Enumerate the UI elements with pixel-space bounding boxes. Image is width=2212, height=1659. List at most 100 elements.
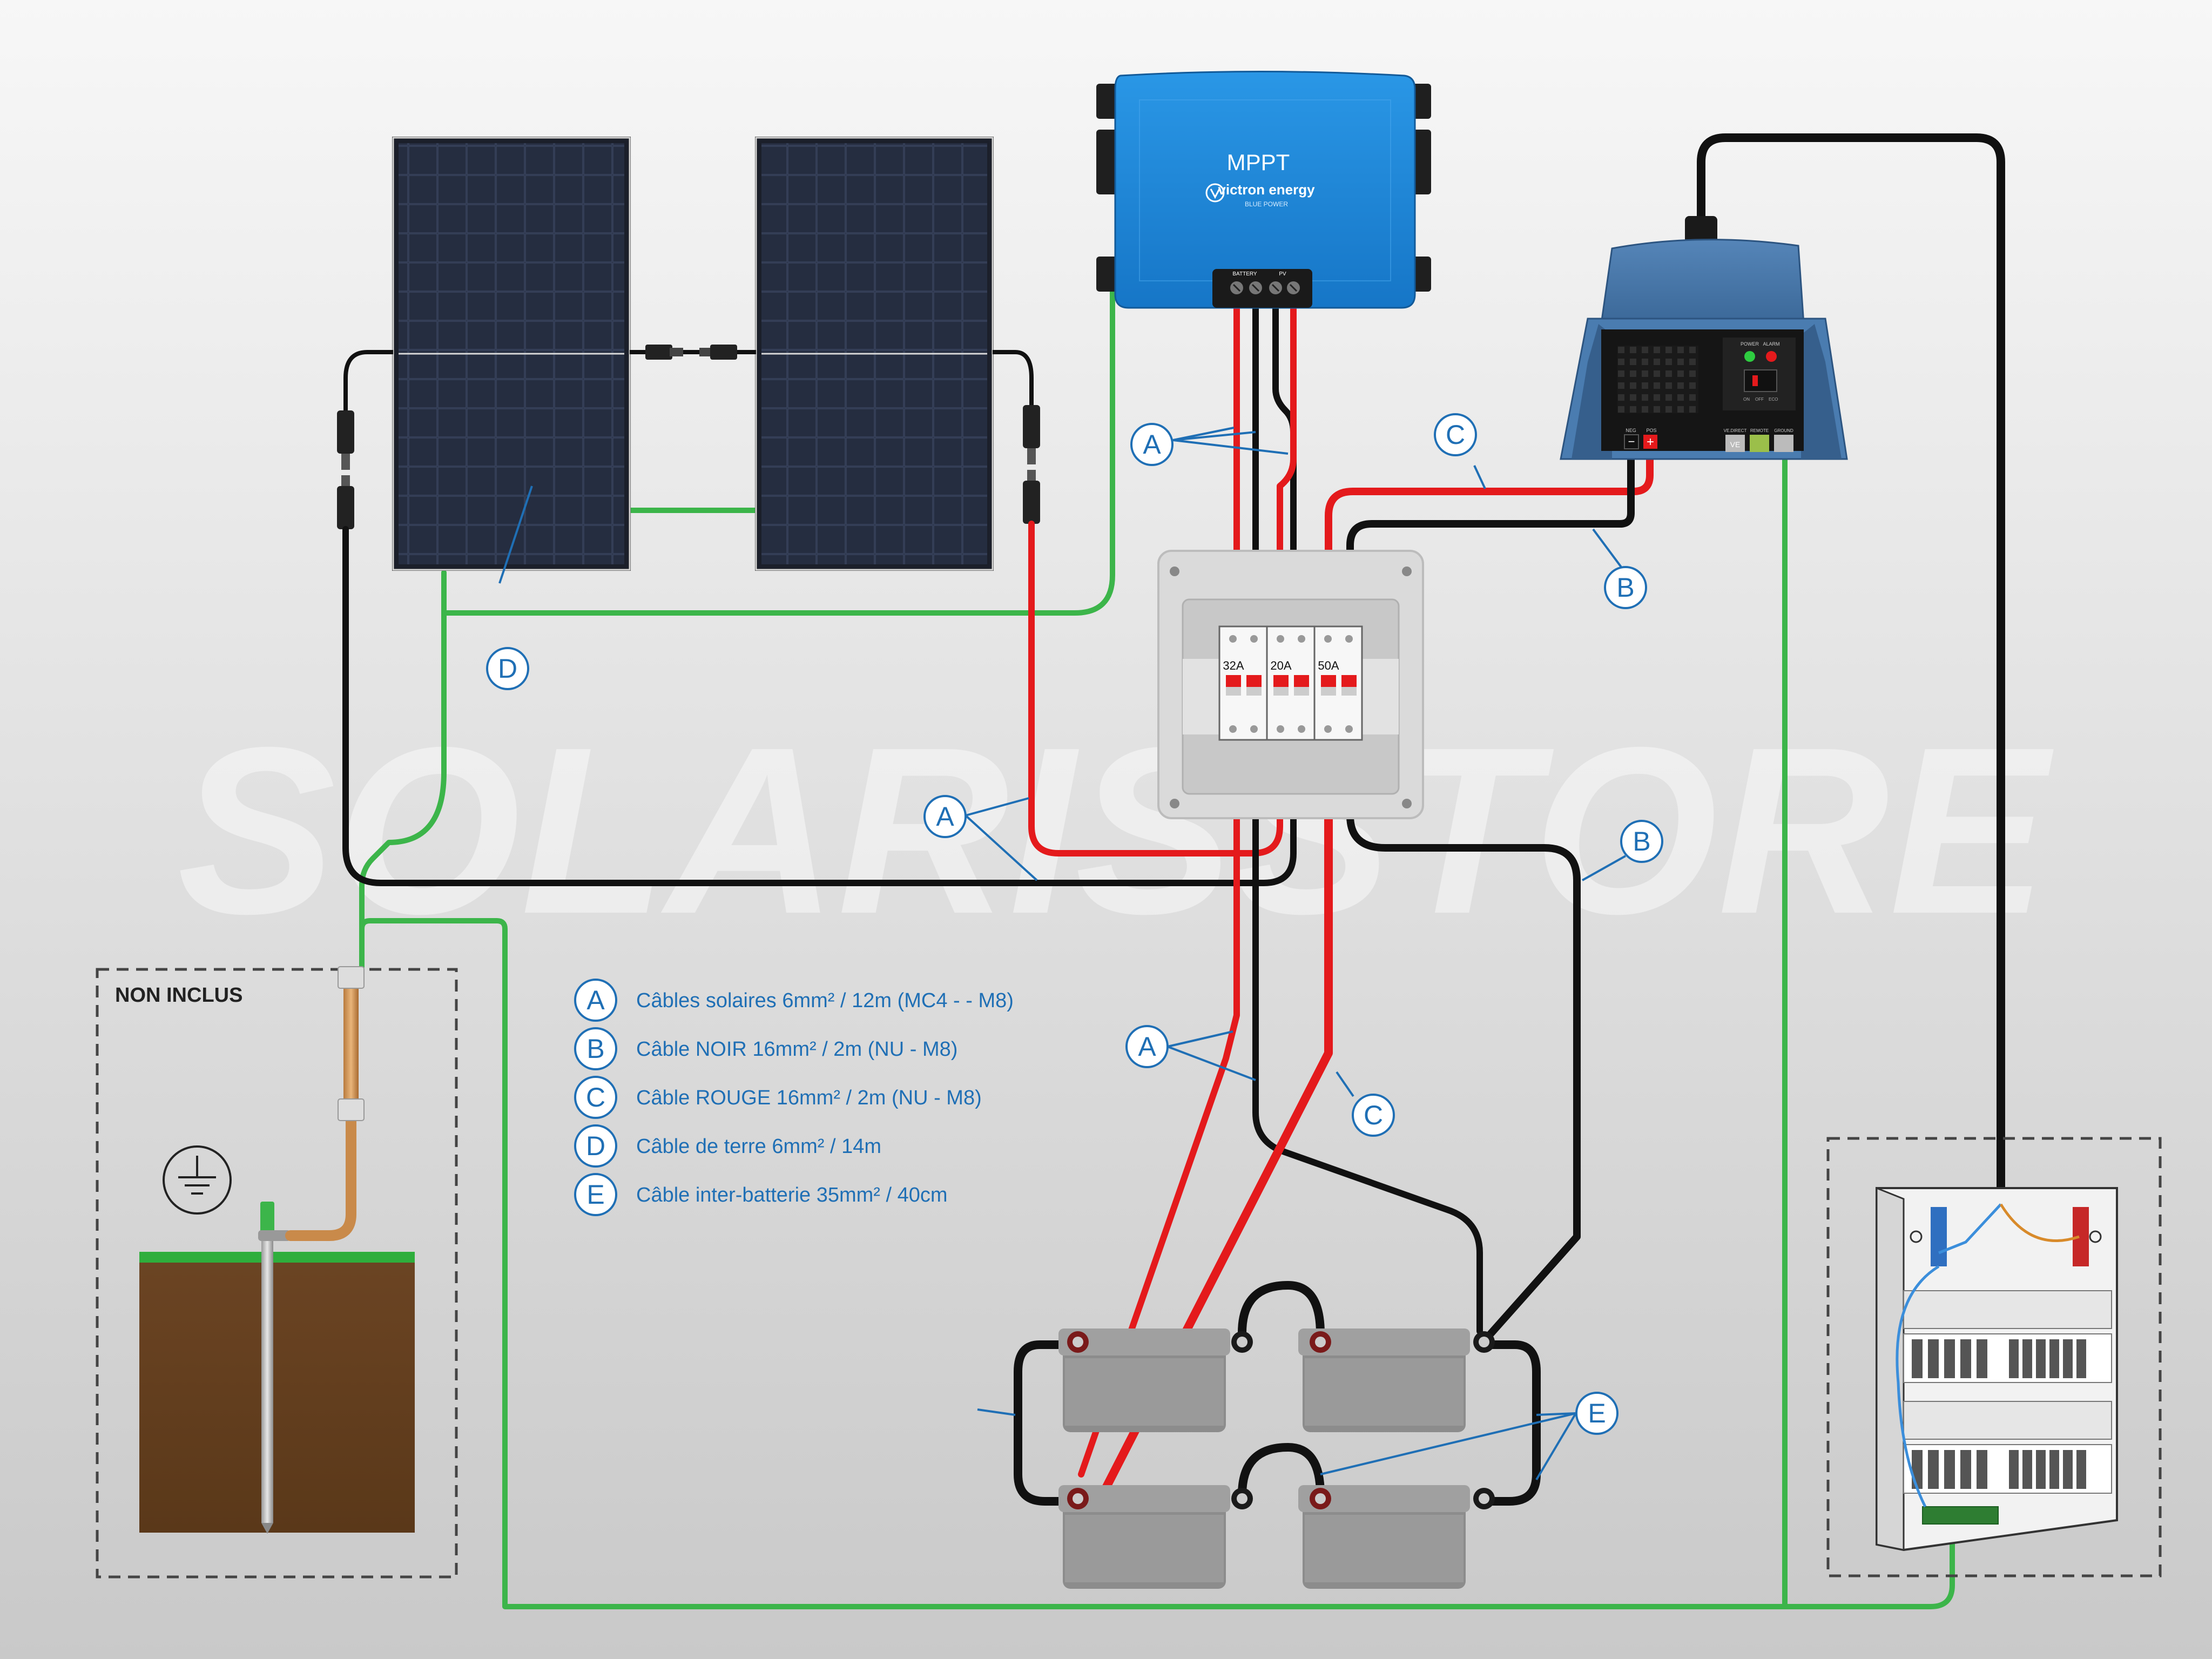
mppt-terminal-block: [1212, 269, 1312, 308]
svg-text:−: −: [1628, 435, 1635, 448]
mppt-bat-positive-down: [1078, 737, 1240, 1478]
svg-text:A: A: [936, 801, 954, 832]
battery-3: [1058, 1485, 1253, 1589]
legend-item-c: C Câble ROUGE 16mm² / 2m (NU - M8): [574, 1076, 982, 1119]
inverter-positive-top: [1325, 439, 1654, 630]
svg-text:C: C: [586, 1082, 605, 1112]
legend-text-a: Câbles solaires 6mm² / 12m (MC4 - - M8): [636, 989, 1014, 1012]
legend: A Câbles solaires 6mm² / 12m (MC4 - - M8…: [574, 979, 1014, 1216]
breaker-20a[interactable]: 20A: [1266, 625, 1316, 741]
callout-lines: [498, 427, 1626, 1481]
callout-e-battery: E: [1575, 1392, 1618, 1435]
ground-cable-panels: [359, 610, 447, 969]
battery-bank: [1014, 1280, 1541, 1589]
inverter-negative-top: [1346, 439, 1635, 630]
mppt-controller: MPPT victron energy BLUE POWER BATTERY P…: [1096, 71, 1431, 309]
svg-text:D: D: [498, 653, 517, 684]
inverter-port-label-vedirect: VE.DIRECT: [1724, 428, 1747, 433]
svg-text:A: A: [586, 985, 605, 1015]
inverter-pos-label: POS: [1646, 428, 1656, 433]
solar-panel-left: [392, 137, 631, 571]
inverter-negative-down: [1346, 736, 1581, 1338]
callout-b-inverter: B: [1604, 566, 1647, 609]
battery-2: [1298, 1328, 1495, 1432]
ground-cable-mppt: [441, 273, 1115, 616]
inter-battery-link-bottom: [1238, 1442, 1325, 1499]
mppt-terminal-battery: BATTERY: [1232, 271, 1257, 277]
legend-text-d: Câble de terre 6mm² / 14m: [636, 1135, 881, 1158]
callout-a-pv: A: [923, 795, 967, 838]
victron-logo-icon: [1205, 183, 1225, 203]
callout-c-battery: C: [1352, 1094, 1395, 1137]
inverter-switch-off: OFF: [1755, 397, 1764, 402]
mc4-right-lead: [993, 350, 1040, 524]
solar-panel-right: [755, 137, 994, 571]
svg-text:E: E: [586, 1179, 604, 1210]
alarm-led-icon: [1766, 351, 1777, 362]
legend-item-d: D Câble de terre 6mm² / 14m: [574, 1124, 881, 1168]
svg-text:D: D: [586, 1131, 605, 1161]
inverter-vent: [1617, 346, 1698, 413]
watermark: SOLARISSTORE: [177, 698, 2056, 963]
breaker-50a-rating: 50A: [1318, 659, 1339, 672]
inverter-port-label-remote: REMOTE: [1750, 428, 1769, 433]
inverter-port-label-ground: GROUND: [1774, 428, 1793, 433]
callout-a-battery: A: [1125, 1025, 1169, 1068]
inverter-negative-terminal: [1624, 434, 1639, 449]
non-inclus-label: NON INCLUS: [115, 984, 242, 1007]
legend-item-a: A Câbles solaires 6mm² / 12m (MC4 - - M8…: [574, 979, 1014, 1022]
svg-text:C: C: [1446, 420, 1465, 450]
ground-port: [1774, 435, 1793, 452]
mc4-left-lead: [337, 350, 393, 529]
battery-1: [1058, 1328, 1253, 1432]
svg-text:C: C: [1364, 1100, 1383, 1130]
legend-text-e: Câble inter-batterie 35mm² / 40cm: [636, 1184, 948, 1206]
svg-text:B: B: [586, 1034, 604, 1064]
callout-c-inverter: C: [1434, 413, 1477, 456]
inverter-neg-label: NEG: [1626, 428, 1636, 433]
inverter-led-alarm-label: ALARM: [1763, 341, 1779, 347]
breaker-32a[interactable]: 32A: [1218, 625, 1268, 741]
breaker-32a-rating: 32A: [1223, 659, 1244, 672]
ve-port-text: VE: [1730, 440, 1741, 449]
callout-d-panels: D: [486, 647, 529, 690]
callout-a-mppt: A: [1130, 423, 1174, 466]
pv-negative-cable: [342, 299, 1297, 886]
legend-item-e: E Câble inter-batterie 35mm² / 40cm: [574, 1173, 948, 1216]
svg-text:B: B: [1616, 572, 1634, 603]
svg-text:A: A: [1143, 429, 1161, 460]
svg-text:+: +: [1647, 435, 1654, 449]
inverter-switch[interactable]: [1744, 369, 1777, 392]
mppt-title: MPPT: [1227, 150, 1290, 175]
callout-b-battery: B: [1620, 820, 1663, 863]
breaker-20a-rating: 20A: [1270, 659, 1291, 672]
ground-rod-area: NON INCLUS: [96, 966, 458, 1579]
svg-text:E: E: [1588, 1398, 1606, 1428]
ground-cable-board: [1782, 1520, 1955, 1609]
mppt-brand: victron energy: [1218, 181, 1315, 198]
legend-text-c: Câble ROUGE 16mm² / 2m (NU - M8): [636, 1087, 982, 1109]
earth-ground-icon: [163, 1145, 232, 1215]
breaker-50a[interactable]: 50A: [1313, 625, 1363, 741]
svg-text:B: B: [1633, 826, 1650, 857]
legend-text-b: Câble NOIR 16mm² / 2m (NU - M8): [636, 1038, 957, 1061]
ve-direct-port: [1725, 435, 1745, 452]
inter-battery-link-left: [1014, 1340, 1079, 1506]
electrical-board-area: [1826, 1137, 2162, 1577]
inverter-ac-output: [1697, 133, 2005, 1201]
battery-4: [1298, 1485, 1495, 1589]
mppt-brand-sub: BLUE POWER: [1245, 200, 1288, 208]
inverter-led-power-label: POWER: [1741, 341, 1759, 347]
ground-cable-main: [359, 446, 1788, 1609]
inter-battery-link-top: [1238, 1280, 1325, 1338]
inverter-switch-eco: ECO: [1769, 397, 1778, 402]
legend-item-b: B Câble NOIR 16mm² / 2m (NU - M8): [574, 1027, 957, 1070]
pv-positive-cable: [1028, 299, 1297, 857]
breakers: 32A 20A 50A: [1218, 625, 1363, 741]
mppt-terminal-pv: PV: [1279, 271, 1286, 277]
mppt-bat-negative-down: [1252, 737, 1483, 1334]
callouts: A C B D A B A C: [486, 413, 1663, 1435]
inverter: POWER ALARM ON OFF ECO NEG POS − + VE.DI…: [1560, 216, 1848, 460]
